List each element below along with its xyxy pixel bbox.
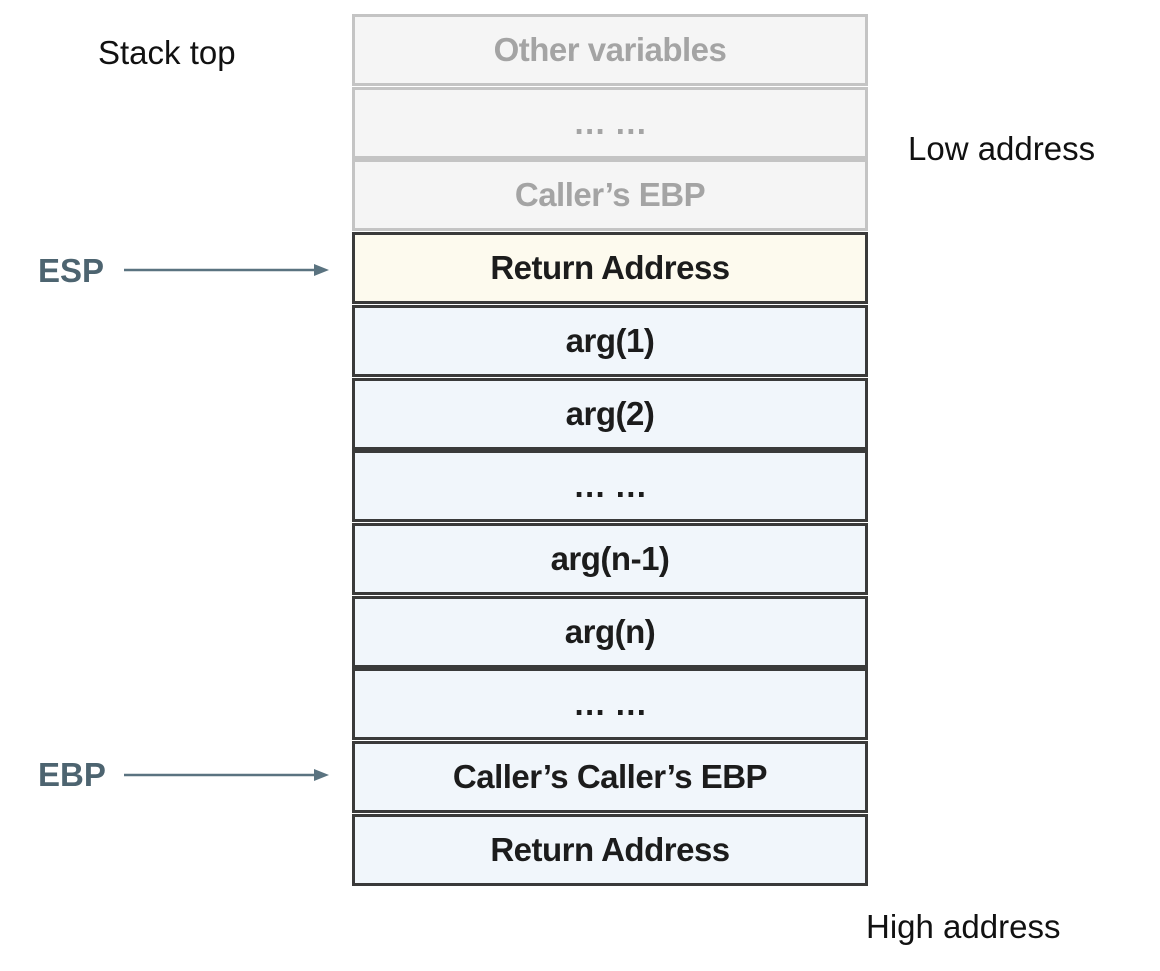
stack-cell: … …	[352, 668, 868, 740]
stack-cell: Other variables	[352, 14, 868, 86]
low-address-label: Low address	[908, 130, 1096, 167]
high-address-label: High address	[866, 908, 1061, 945]
stack-top-label: Stack top	[98, 34, 236, 71]
ebp-label: EBP	[38, 756, 106, 793]
stack-cell: Caller’s Caller’s EBP	[352, 741, 868, 813]
stack-cell: … …	[352, 87, 868, 159]
stack-cell: arg(n)	[352, 596, 868, 668]
esp-label: ESP	[38, 252, 105, 289]
stack-cell: Caller’s EBP	[352, 159, 868, 231]
stack-cell: arg(1)	[352, 305, 868, 377]
stack-cell: arg(n-1)	[352, 523, 868, 595]
ebp-arrow	[124, 769, 329, 781]
stack-cell: arg(2)	[352, 378, 868, 450]
stack-cell: … …	[352, 450, 868, 522]
stack-cell: Return Address	[352, 814, 868, 886]
stack-cell: Return Address	[352, 232, 868, 304]
esp-arrow	[124, 264, 329, 276]
